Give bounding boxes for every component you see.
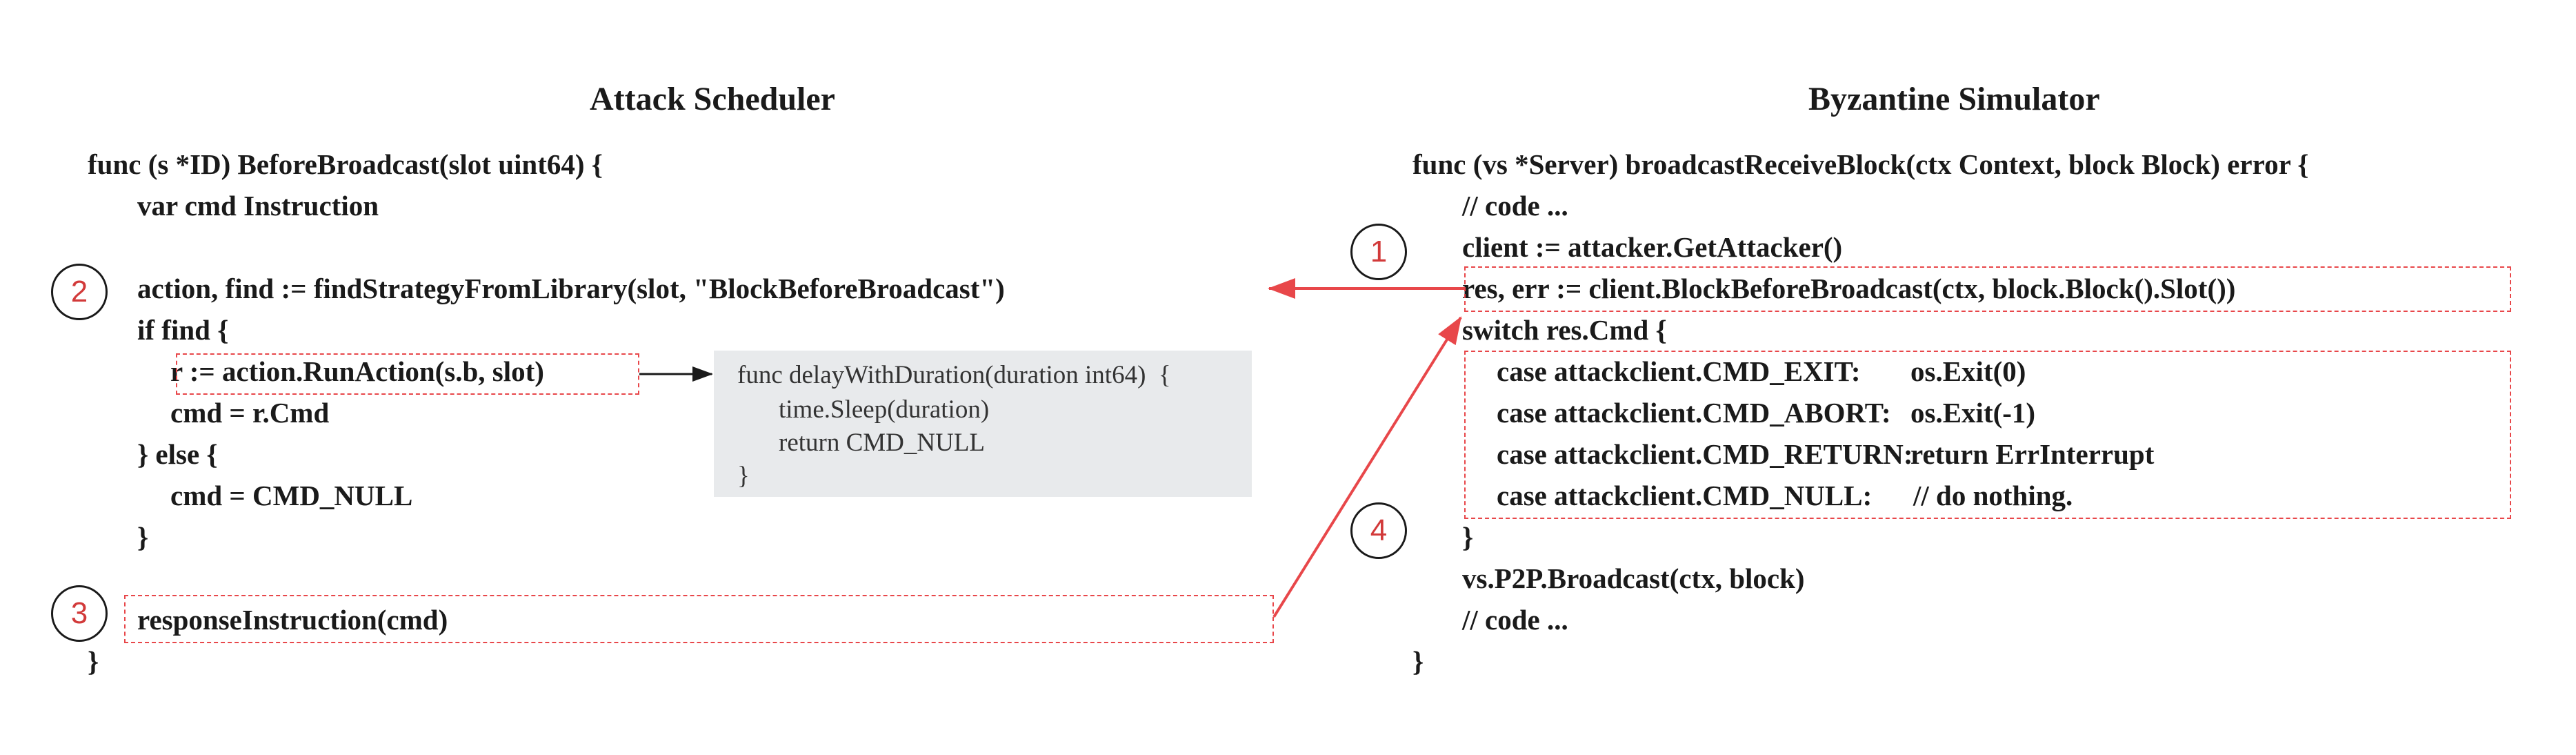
code-line: r := action.RunAction(s.b, slot) [170, 355, 544, 387]
switch-case-line: case attackclient.CMD_RETURN:return ErrI… [1412, 433, 2308, 475]
arrow-response-to-simulator [1272, 316, 1462, 618]
run-action-highlight-box [176, 353, 639, 395]
code-line: cmd = r.Cmd [170, 397, 330, 429]
byzantine-simulator-code: func (vs *Server) broadcastReceiveBlock(… [1412, 144, 2308, 682]
byzantine-simulator-title: Byzantine Simulator [1808, 81, 2100, 117]
code-line: client := attacker.GetAttacker() [1462, 231, 1843, 263]
switch-case-line: case attackclient.CMD_EXIT: os.Exit(0) [1412, 351, 2308, 392]
code-line: } [88, 645, 99, 677]
code-line: func (s *ID) BeforeBroadcast(slot uint64… [88, 148, 603, 180]
case-action: os.Exit(0) [1910, 355, 2026, 387]
case-label: case attackclient.CMD_NULL: [1497, 480, 1873, 511]
case-label: case attackclient.CMD_ABORT: [1497, 397, 1891, 429]
code-line: } [1412, 645, 1424, 677]
case-action: return ErrInterrupt [1910, 438, 2155, 470]
code-line: // code ... [1462, 604, 1568, 636]
step-badge-3: 3 [51, 585, 108, 642]
code-line: // code ... [1462, 190, 1568, 222]
case-label: case attackclient.CMD_RETURN: [1497, 438, 1913, 470]
step-badge-1: 1 [1350, 224, 1407, 280]
step-badge-2: 2 [51, 264, 108, 320]
switch-case-line: case attackclient.CMD_ABORT: os.Exit(-1) [1412, 392, 2308, 433]
step-badge-4: 4 [1350, 502, 1407, 559]
popup-line: func delayWithDuration(duration int64) { [737, 361, 1171, 389]
delay-function-popup: func delayWithDuration(duration int64) {… [714, 351, 1252, 497]
response-instruction-highlight-box [124, 595, 1274, 643]
code-line: vs.P2P.Broadcast(ctx, block) [1462, 562, 1805, 594]
code-line: res, err := client.BlockBeforeBroadcast(… [1462, 273, 2236, 304]
code-line: responseInstruction(cmd) [137, 604, 448, 636]
code-line: } [137, 521, 149, 553]
popup-line: return CMD_NULL [779, 429, 986, 457]
case-action: // do nothing. [1913, 480, 2073, 511]
code-line: func (vs *Server) broadcastReceiveBlock(… [1412, 148, 2309, 180]
switch-cases-highlight-box [1464, 351, 2511, 519]
code-line: var cmd Instruction [137, 190, 379, 222]
code-line: if find { [137, 314, 229, 346]
code-line: } [1462, 521, 1474, 553]
code-line: } else { [137, 438, 218, 470]
case-label: case attackclient.CMD_EXIT: [1497, 355, 1861, 387]
code-line: action, find := findStrategyFromLibrary(… [137, 273, 1005, 304]
code-line: cmd = CMD_NULL [170, 480, 413, 511]
popup-line: time.Sleep(duration) [779, 395, 990, 424]
attack-scheduler-title: Attack Scheduler [590, 81, 835, 117]
switch-case-line: case attackclient.CMD_NULL: // do nothing… [1412, 475, 2308, 516]
popup-line: } [737, 462, 750, 490]
block-before-broadcast-highlight-box [1464, 266, 2511, 312]
code-line: switch res.Cmd { [1462, 314, 1667, 346]
attack-scheduler-code: func (s *ID) BeforeBroadcast(slot uint64… [88, 144, 1005, 682]
case-action: os.Exit(-1) [1910, 397, 2036, 429]
